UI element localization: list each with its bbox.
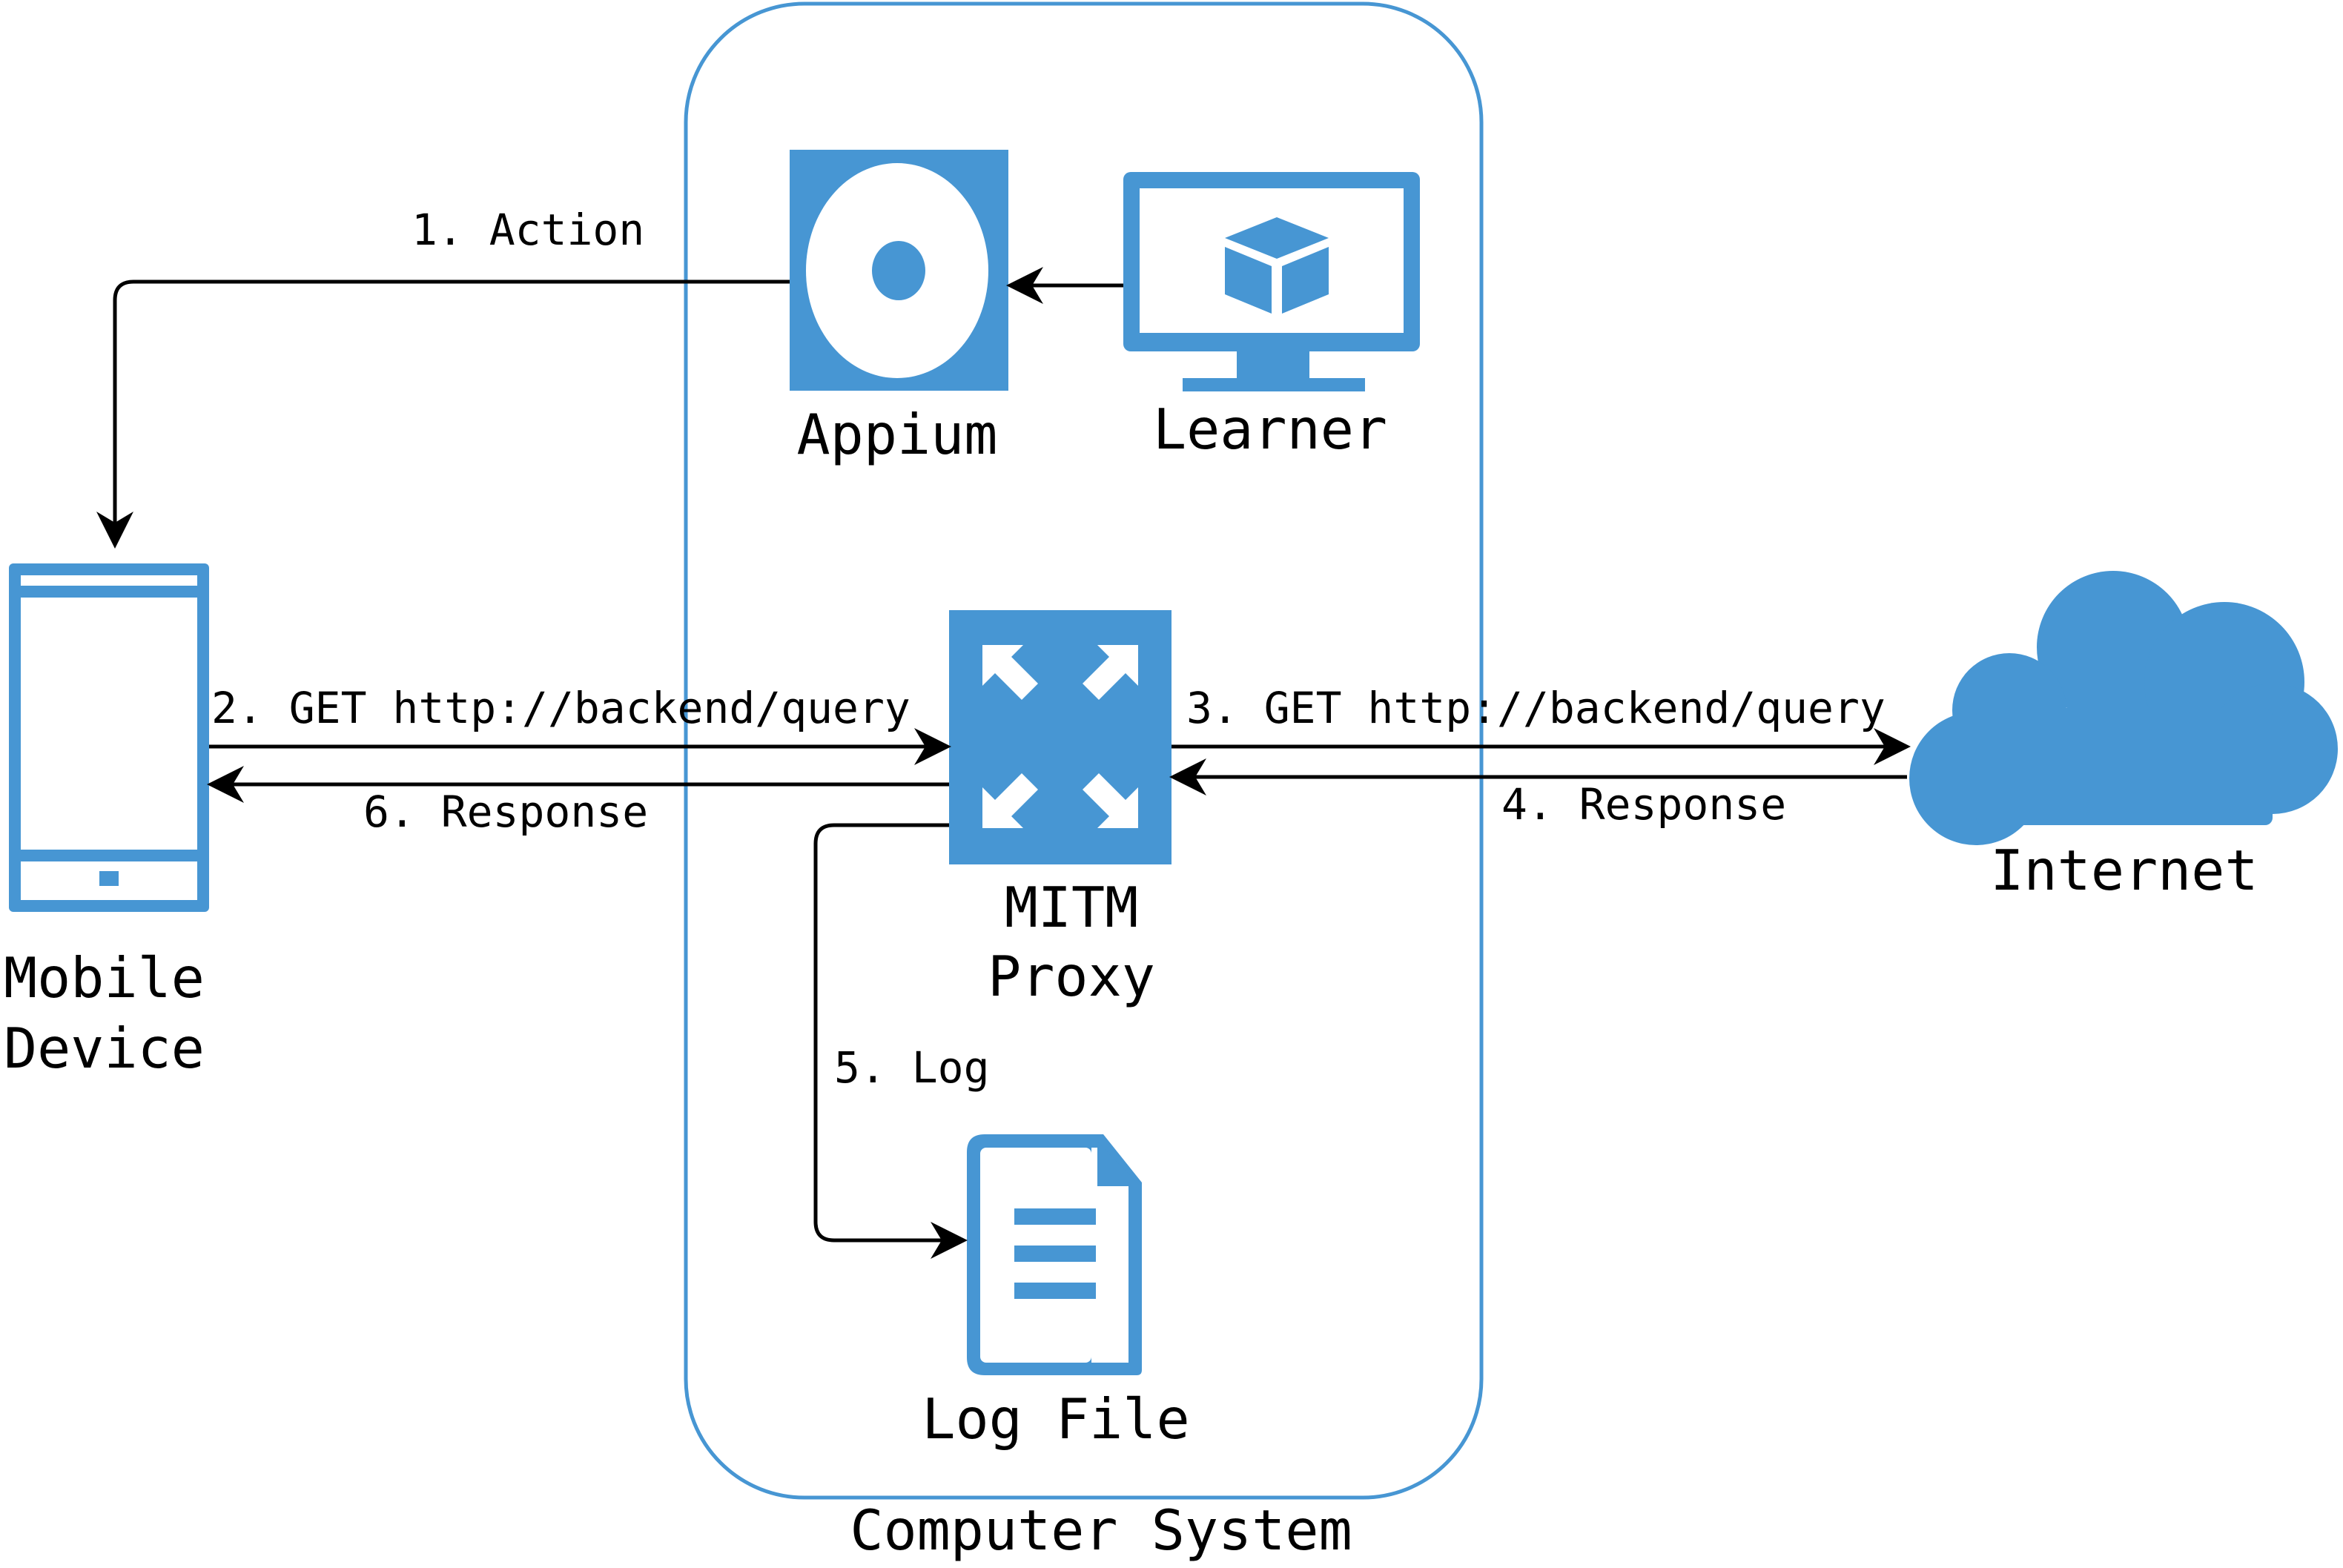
edge-log-label: 5. Log	[834, 1042, 990, 1093]
mitm-proxy-label-line-2: Proxy	[988, 944, 1155, 1009]
switch-arrows-icon	[949, 610, 1172, 864]
edge-log: 5. Log	[813, 823, 990, 1259]
log-file-node[interactable]: Log File	[922, 1134, 1190, 1452]
document-icon	[967, 1134, 1142, 1375]
edge-get-device-to-proxy: 2. GET http://backend/query	[209, 683, 951, 765]
edge-response-internet-to-proxy-label: 4. Response	[1501, 779, 1786, 830]
appium-node[interactable]: Appium	[790, 150, 1008, 467]
appium-label: Appium	[797, 402, 998, 467]
mobile-device-node[interactable]: Mobile Device	[4, 563, 209, 1081]
edge-response-proxy-to-device-label: 6. Response	[363, 787, 648, 837]
computer-system-label: Computer System	[850, 1498, 1352, 1563]
mobile-device-label-line-2: Device	[4, 1016, 205, 1081]
internet-node[interactable]: Internet	[1909, 571, 2338, 903]
mitm-proxy-node[interactable]: MITM Proxy	[949, 610, 1172, 1009]
edge-get-device-to-proxy-label: 2. GET http://backend/query	[211, 683, 911, 733]
learner-label: Learner	[1153, 397, 1387, 462]
appium-disc-icon	[790, 150, 1008, 391]
cloud-icon	[1909, 571, 2338, 845]
internet-label: Internet	[1990, 838, 2258, 903]
edge-get-proxy-to-internet: 3. GET http://backend/query	[1172, 683, 1911, 765]
edge-response-proxy-to-device: 6. Response	[207, 766, 949, 837]
edge-response-internet-to-proxy: 4. Response	[1169, 758, 1907, 830]
mobile-device-label-line-1: Mobile	[4, 945, 205, 1010]
edge-get-proxy-to-internet-label: 3. GET http://backend/query	[1186, 683, 1886, 733]
edge-action-label: 1. Action	[412, 205, 644, 255]
smartphone-icon	[9, 563, 209, 912]
learner-node[interactable]: Learner	[1123, 172, 1420, 462]
monitor-cube-icon	[1123, 172, 1420, 391]
computer-system-container	[684, 1, 1484, 1500]
log-file-label: Log File	[922, 1386, 1189, 1452]
mitm-proxy-label-line-1: MITM	[1005, 875, 1139, 940]
edge-action: 1. Action	[96, 205, 790, 549]
